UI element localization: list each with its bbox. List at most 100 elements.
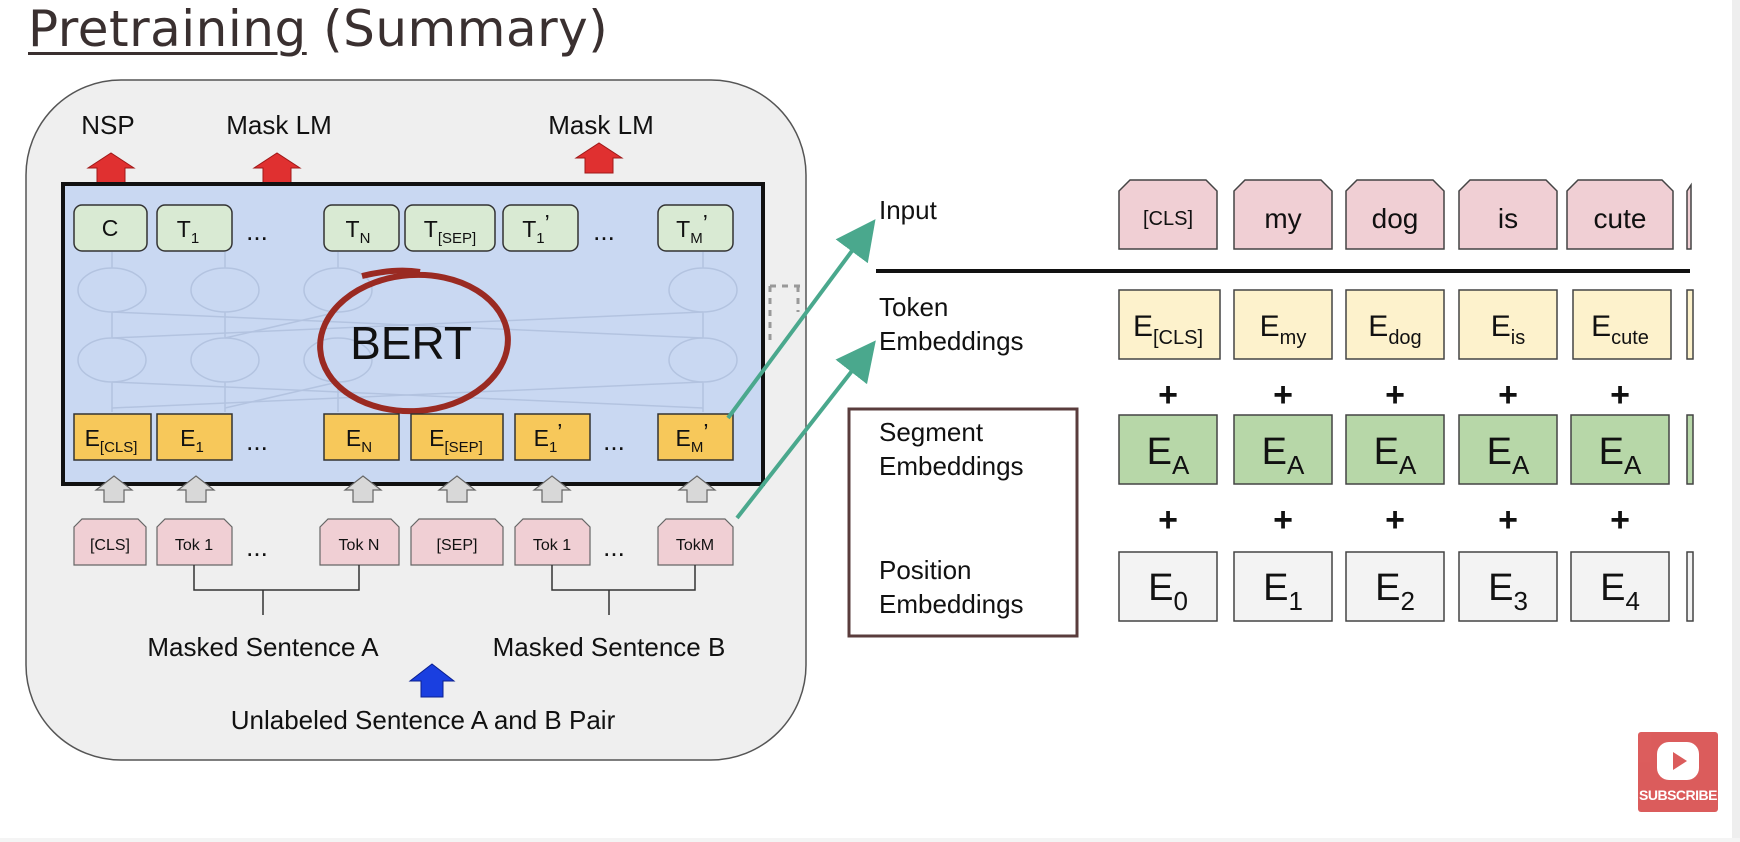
pos-emb-3-label: E3 xyxy=(1488,567,1528,616)
segment-embedding-row: EA EA EA EA EA xyxy=(1118,414,1694,485)
input-token-is-label: is xyxy=(1498,203,1518,234)
emb-box-e1 xyxy=(156,413,233,461)
pos-emb-2-label: E2 xyxy=(1375,567,1415,616)
input-token-cute-label: cute xyxy=(1594,203,1647,234)
plus-sign: + xyxy=(1498,376,1518,414)
bert-highlight-circle xyxy=(317,271,511,415)
tok-emb-my xyxy=(1233,289,1333,360)
input-token-dog xyxy=(1345,179,1445,250)
input-token-my xyxy=(1233,179,1333,250)
emb-box-en-label: EN xyxy=(346,425,372,456)
token-cls-box xyxy=(73,518,147,566)
ellipsis-top-2: ... xyxy=(593,216,615,246)
seg-emb-4-label: EA xyxy=(1599,431,1642,480)
red-arrow-masklm-1 xyxy=(252,152,302,184)
masked-sentence-b: Masked Sentence B xyxy=(493,632,726,662)
input-embedding-row: E[CLS] E1 ... EN E[SEP] E1’ ... EM’ xyxy=(73,413,734,461)
right-edge-strip xyxy=(1732,0,1740,842)
plus-sign: + xyxy=(1158,376,1178,414)
seg-emb-4 xyxy=(1570,414,1670,485)
output-box-t1 xyxy=(156,204,233,252)
ellipsis-tok-2: ... xyxy=(603,532,625,562)
plus-sign: + xyxy=(1498,501,1518,539)
pos-emb-1 xyxy=(1233,551,1333,622)
bert-circle-tail xyxy=(361,267,421,279)
input-token-row: [CLS] my dog is cute xyxy=(1118,179,1692,250)
emb-box-en xyxy=(323,413,400,461)
output-box-c xyxy=(73,204,148,252)
output-box-c-label: C xyxy=(102,215,119,241)
bottom-edge-strip xyxy=(0,838,1740,842)
plus-sign: + xyxy=(1385,376,1405,414)
token-tok1-label: Tok 1 xyxy=(175,537,213,554)
teal-arrow-to-token-emb xyxy=(735,340,876,520)
emb-box-em-prime xyxy=(657,413,734,461)
gray-up-arrows xyxy=(94,475,717,503)
red-arrow-nsp xyxy=(86,152,136,184)
input-token-cls xyxy=(1118,179,1218,250)
output-box-t1-prime-label: T1’ xyxy=(522,210,550,247)
ellipsis-emb-2: ... xyxy=(603,426,625,456)
ellipsis-tok-1: ... xyxy=(246,532,268,562)
tok-emb-cute-label: Ecute xyxy=(1591,310,1649,349)
blue-up-arrow xyxy=(408,663,456,698)
emb-box-cls xyxy=(73,413,152,461)
output-box-tm-prime-label: TM’ xyxy=(676,210,708,247)
output-box-tsep xyxy=(404,204,496,252)
position-embedding-row: E0 E1 E2 E3 E4 xyxy=(1118,551,1694,622)
input-token-cut-off xyxy=(1686,182,1692,250)
emb-box-e1-label: E1 xyxy=(180,425,204,456)
input-token-my-label: my xyxy=(1264,203,1301,234)
emb-box-e1-prime-label: E1’ xyxy=(534,419,563,456)
masked-sentence-a: Masked Sentence A xyxy=(147,632,379,662)
output-box-tsep-label: T[SEP] xyxy=(424,216,476,247)
tok-emb-cls-label: E[CLS] xyxy=(1133,310,1203,349)
pos-emb-4-label: E4 xyxy=(1600,567,1640,616)
emb-box-sep xyxy=(410,413,504,461)
pos-emb-1-label: E1 xyxy=(1263,567,1303,616)
seg-emb-2-label: EA xyxy=(1374,431,1417,480)
output-box-tn-label: TN xyxy=(346,216,371,247)
title-rest: (Summary) xyxy=(306,0,609,58)
pos-emb-3 xyxy=(1458,551,1558,622)
output-box-t1-label: T1 xyxy=(177,216,199,247)
tok-emb-cut-off xyxy=(1686,289,1694,360)
ellipsis-top-1: ... xyxy=(246,216,268,246)
seg-emb-0-label: EA xyxy=(1147,431,1190,480)
token-sep-box xyxy=(410,518,504,566)
tok-emb-dog-label: Edog xyxy=(1368,310,1421,349)
crop-marks xyxy=(768,284,800,340)
title-underlined: Pretraining xyxy=(28,0,307,58)
emb-box-em-prime-label: EM’ xyxy=(676,419,709,456)
slide-title: Pretraining (Summary) xyxy=(28,0,608,58)
red-arrow-masklm-2 xyxy=(574,142,624,174)
tok-emb-cls xyxy=(1118,289,1221,360)
unlabeled-pair-label: Unlabeled Sentence A and B Pair xyxy=(231,705,616,735)
subscribe-button[interactable]: SUBSCRIBE xyxy=(1638,732,1718,812)
token-tokm-label: TokM xyxy=(676,537,714,554)
emb-box-e1-prime xyxy=(514,413,591,461)
row-label-input: Input xyxy=(879,195,938,225)
plus-row-1: + + + + + xyxy=(1158,376,1630,414)
ellipsis-emb-1: ... xyxy=(246,426,268,456)
tok-emb-cute xyxy=(1572,289,1672,360)
seg-emb-2 xyxy=(1345,414,1445,485)
token-cls-label: [CLS] xyxy=(90,537,130,554)
output-box-tm-prime xyxy=(657,204,734,252)
token-tok1b-label: Tok 1 xyxy=(533,537,571,554)
token-input-row: [CLS] Tok 1 ... Tok N [SEP] Tok 1 ... To… xyxy=(73,518,734,566)
teal-arrow-to-input xyxy=(726,219,876,420)
plus-sign: + xyxy=(1273,376,1293,414)
token-embedding-row: E[CLS] Emy Edog Eis Ecute xyxy=(1118,289,1694,360)
output-box-t1-prime xyxy=(502,204,579,252)
emb-box-sep-label: E[SEP] xyxy=(429,425,483,456)
token-tokn-box xyxy=(319,518,400,566)
pos-emb-2 xyxy=(1345,551,1445,622)
seg-emb-0 xyxy=(1118,414,1218,485)
tok-emb-my-label: Emy xyxy=(1260,310,1307,349)
output-label-masklm-2: Mask LM xyxy=(548,110,653,140)
